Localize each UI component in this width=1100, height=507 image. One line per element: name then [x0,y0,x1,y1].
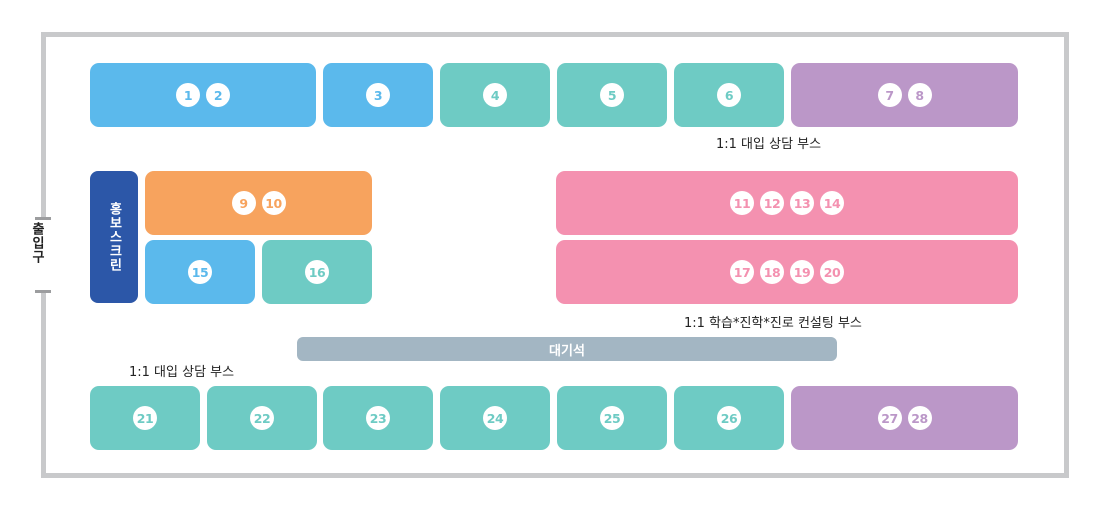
booth-23: 23 [323,386,433,450]
booth-number: 2 [206,83,230,107]
booth-number: 24 [483,406,507,430]
wall-bottom [41,473,1069,478]
booth-number: 3 [366,83,390,107]
entrance-marker-bottom [35,290,51,293]
booth-number: 19 [790,260,814,284]
booth-25: 25 [557,386,667,450]
booth-number: 21 [133,406,157,430]
booth-number: 7 [877,83,902,107]
booth-number: 1 [176,83,200,107]
wall-right [1064,32,1069,478]
entrance-label: 출입구 [29,222,44,264]
waiting-area-label: 대기석 [549,343,585,359]
booth-number: 11 [730,191,754,215]
label-learning-consult: 1:1 학습*진학*진로 컨설팅 부스 [684,316,862,331]
booth-number: 18 [760,260,784,284]
booth-number: 6 [717,83,741,107]
entrance-marker-top [35,217,51,220]
booth-22: 22 [207,386,317,450]
booth-number: 10 [261,191,286,215]
booth-number: 13 [790,191,814,215]
wall-top [41,32,1069,37]
booth-number: 5 [600,83,624,107]
booth-16: 16 [262,240,372,304]
booth-number: 23 [366,406,390,430]
booth-number: 14 [820,191,844,215]
booth-3: 3 [323,63,433,127]
booth-number: 20 [820,260,844,284]
booth-number: 8 [907,83,932,107]
waiting-area: 대기석 [297,337,837,361]
booth-number: 12 [760,191,784,215]
booth-number: 15 [188,260,212,284]
booth-26: 26 [674,386,784,450]
booth-number: 16 [305,260,329,284]
booth-number: 22 [250,406,274,430]
label-admission-consult-bottom: 1:1 대입 상담 부스 [129,365,235,380]
booth-number: 25 [600,406,624,430]
booth-6: 6 [674,63,784,127]
promo-screen-label: 홍보스크린 [106,202,122,272]
label-admission-consult-top: 1:1 대입 상담 부스 [716,137,822,152]
booth-4: 4 [440,63,550,127]
booth-number: 4 [483,83,507,107]
wall-left-upper [41,32,46,218]
booth-number: 28 [907,406,932,430]
promo-screen: 홍보스크린 [90,171,138,303]
booth-21: 21 [90,386,200,450]
booth-24: 24 [440,386,550,450]
booth-5: 5 [557,63,667,127]
booth-number: 17 [730,260,754,284]
booth-15: 15 [145,240,255,304]
booth-number: 26 [717,406,741,430]
booth-number: 9 [231,191,256,215]
booth-number: 27 [877,406,902,430]
wall-left-lower [41,291,46,478]
